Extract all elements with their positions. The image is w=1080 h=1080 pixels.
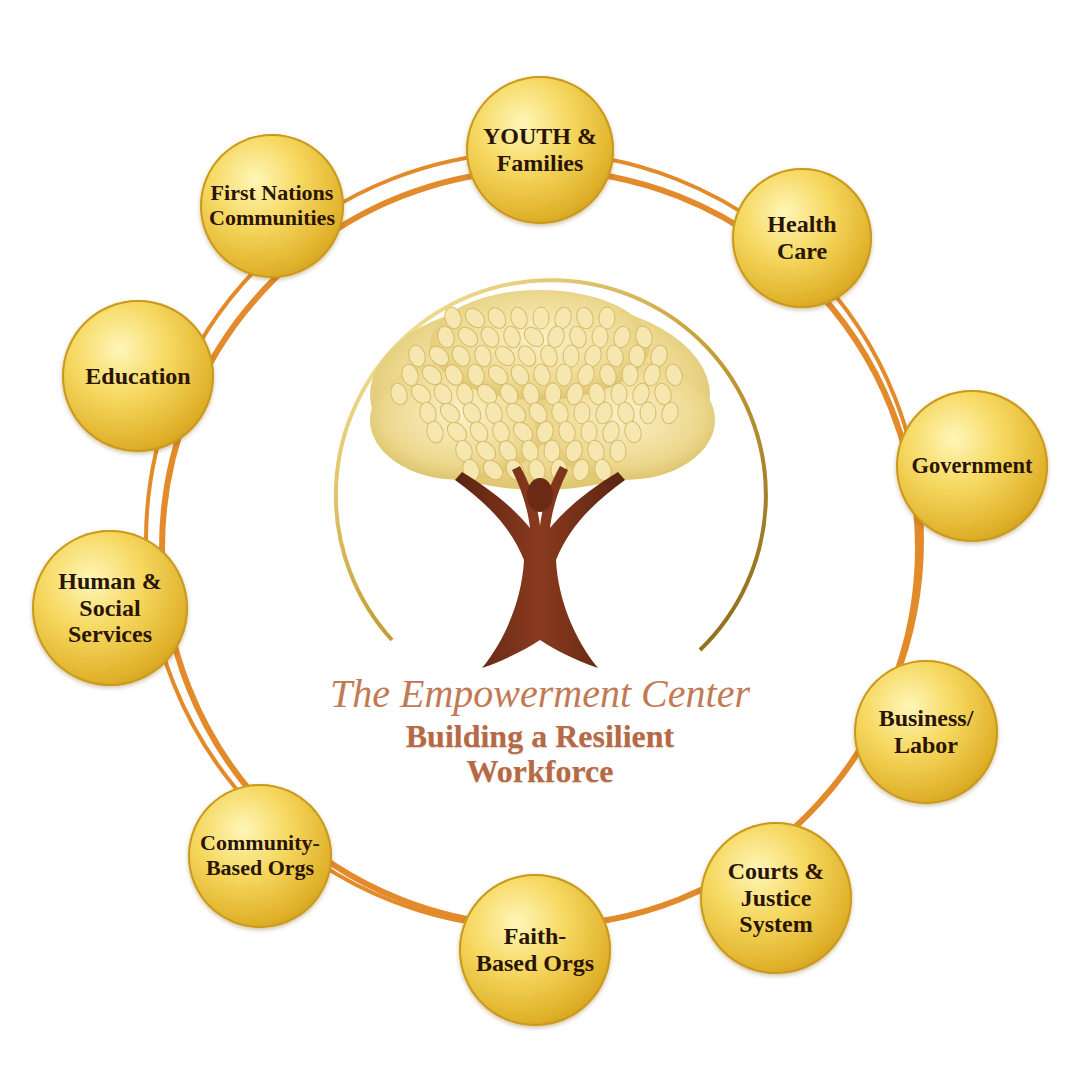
leaf <box>431 380 456 407</box>
leaf <box>497 380 522 407</box>
leaf <box>659 400 680 425</box>
sector-label: YOUTH & Families <box>480 123 600 177</box>
sector-label: Health Care <box>746 211 859 265</box>
sector-circle: Community-Based Orgs <box>188 784 332 928</box>
sector-label: Faith-Based Orgs <box>474 923 597 977</box>
center-title: The Empowerment Center <box>160 670 920 717</box>
leaf <box>556 364 572 386</box>
leaf <box>622 419 643 444</box>
leaf <box>533 307 549 329</box>
leaf <box>503 400 530 427</box>
leaf <box>480 457 507 484</box>
sector-label: Education <box>85 363 190 390</box>
sector-label: Human & Social Services <box>47 568 173 649</box>
leaf <box>622 364 638 386</box>
leaf <box>640 402 656 424</box>
tree-trunk <box>455 466 625 668</box>
sector-label: Community-Based Orgs <box>200 831 320 880</box>
leaf <box>610 440 626 462</box>
sector-circle: Health Care <box>732 168 872 308</box>
sector-circle: First Nations Communities <box>200 134 344 278</box>
sector-circle: Business/ Labor <box>854 660 998 804</box>
leaf <box>424 419 445 444</box>
sector-circle: Education <box>62 300 214 452</box>
sector-circle: Government <box>896 390 1048 542</box>
leaf <box>663 362 684 387</box>
sector-label: First Nations Communities <box>209 181 335 230</box>
leaf <box>473 438 500 465</box>
sector-label: Business/ Labor <box>868 705 985 759</box>
leaf <box>435 324 456 349</box>
sector-circle: Faith-Based Orgs <box>459 874 611 1026</box>
tree-canopy <box>370 290 715 490</box>
leaf <box>501 324 522 349</box>
sector-circle: YOUTH & Families <box>466 76 614 224</box>
leaf <box>437 400 464 427</box>
leaf <box>570 457 591 482</box>
leaf <box>467 418 492 445</box>
sector-circle: Human & Social Services <box>32 530 188 686</box>
leaf <box>388 381 409 406</box>
sector-label: Courts & Justice System <box>715 858 838 939</box>
sector-circle: Courts & Justice System <box>700 822 852 974</box>
sector-label: Government <box>911 453 1032 478</box>
center-subtitle: Building a Resilient Workforce <box>350 719 730 789</box>
